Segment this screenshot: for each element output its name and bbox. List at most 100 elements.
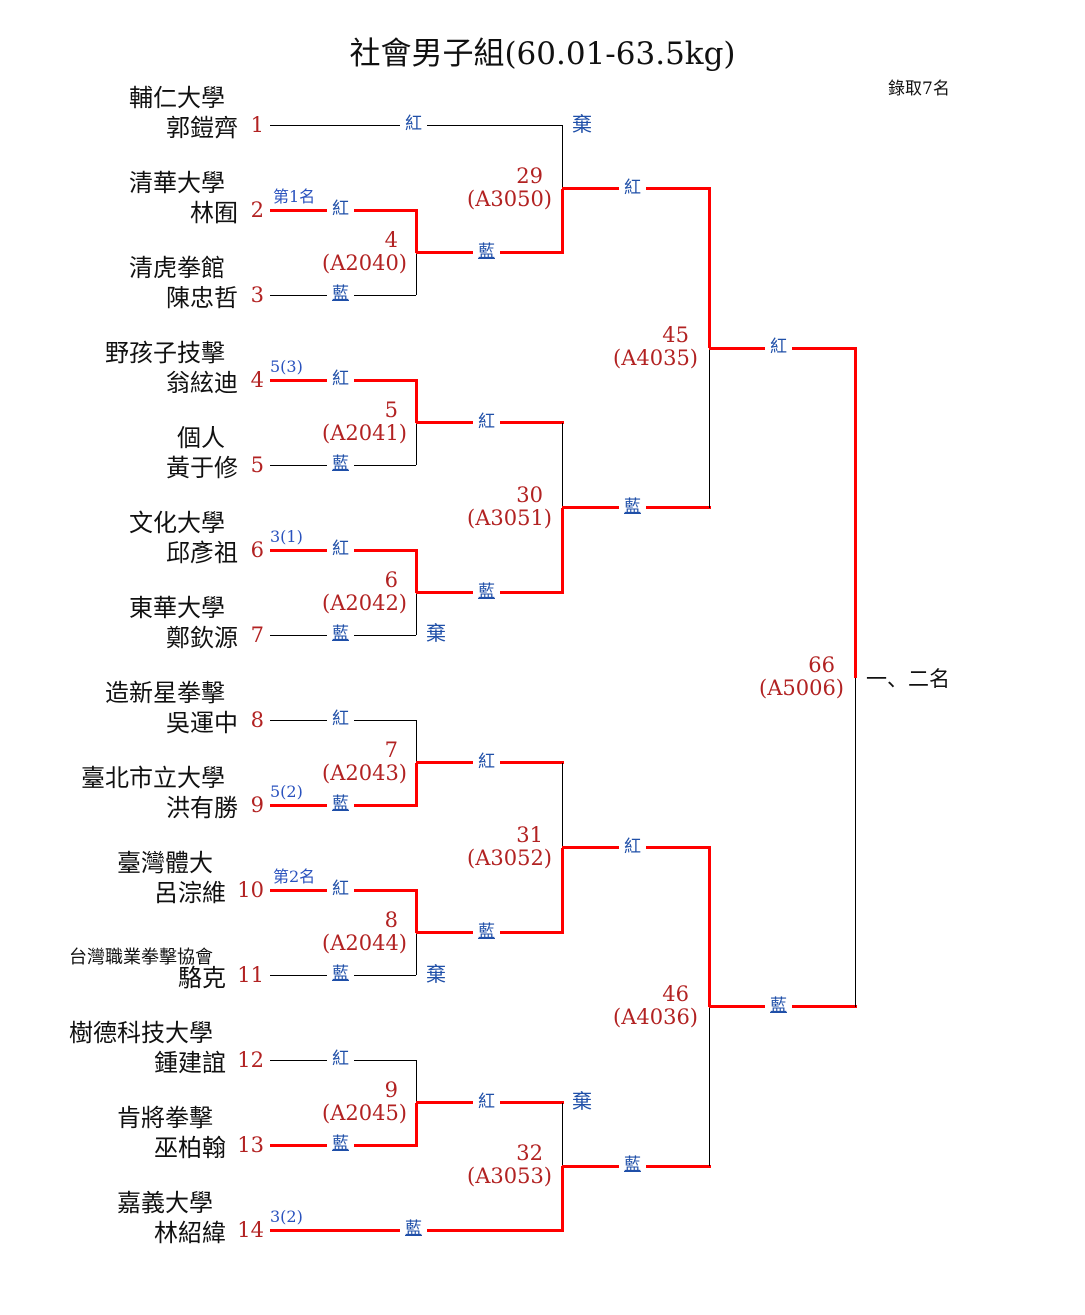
corner-label: 紅 <box>327 199 354 219</box>
corner-label: 紅 <box>473 751 500 772</box>
corner-label: 藍 <box>619 1155 646 1176</box>
team-name: 野孩子技擊 <box>105 339 225 367</box>
player-name: 駱克 <box>178 964 226 992</box>
match-code: (A2045) <box>322 1100 407 1125</box>
player-name: 邱彥祖 <box>166 539 238 567</box>
corner-label: 藍 <box>400 1219 427 1239</box>
match-number: 32 <box>516 1141 543 1166</box>
match-number: 8 <box>384 907 398 932</box>
team-name: 樹德科技大學 <box>69 1019 213 1047</box>
player-name: 洪有勝 <box>166 794 238 822</box>
entry-number: 1 <box>250 113 264 137</box>
seed-label: 第1名 <box>273 187 316 206</box>
corner-label: 藍 <box>327 1134 354 1154</box>
corner-label: 藍 <box>765 995 792 1016</box>
player-name: 鄭欽源 <box>166 624 238 652</box>
seed-label: 5(2) <box>270 782 303 801</box>
match-number: 66 <box>808 652 835 677</box>
match-number: 9 <box>384 1077 398 1102</box>
match-number: 45 <box>662 323 689 348</box>
corner-label: 藍 <box>327 964 354 984</box>
corner-label: 紅 <box>327 369 354 389</box>
team-name: 臺灣體大 <box>117 849 213 877</box>
corner-label: 藍 <box>327 284 354 304</box>
bracket-line-plain <box>854 677 856 1007</box>
corner-label: 紅 <box>327 709 354 729</box>
withdrawn-label: 棄 <box>572 112 592 136</box>
entry-number: 6 <box>250 538 264 562</box>
bracket-line-plain <box>415 720 417 763</box>
bracket-line-plain <box>561 762 563 848</box>
entry-number: 14 <box>237 1218 264 1242</box>
team-name: 個人 <box>177 424 225 452</box>
match-code: (A2041) <box>322 420 407 445</box>
seed-label: 5(3) <box>270 357 303 376</box>
team-name: 肯將拳擊 <box>117 1104 213 1132</box>
withdrawn-label: 棄 <box>426 962 446 986</box>
entry-number: 4 <box>250 368 264 392</box>
entry-number: 9 <box>250 793 264 817</box>
match-code: (A3052) <box>467 845 552 870</box>
match-code: (A2043) <box>322 760 407 785</box>
team-name: 台灣職業拳擊協會 <box>69 947 213 968</box>
bracket-line-winner <box>707 847 711 1007</box>
player-name: 陳忠哲 <box>166 284 238 312</box>
quota-label: 錄取7名 <box>888 79 950 99</box>
corner-label: 藍 <box>473 581 500 602</box>
corner-label: 藍 <box>327 794 354 814</box>
team-name: 清虎拳館 <box>129 254 225 282</box>
team-name: 嘉義大學 <box>117 1189 213 1217</box>
bracket-line-plain <box>708 348 710 508</box>
player-name: 林囿 <box>190 199 238 227</box>
bracket-line-winner <box>414 550 418 593</box>
withdrawn-label: 棄 <box>572 1089 592 1113</box>
match-number: 4 <box>384 227 398 252</box>
team-name: 臺北市立大學 <box>81 764 225 792</box>
match-code: (A3051) <box>467 505 552 530</box>
corner-label: 藍 <box>619 496 646 517</box>
match-number: 6 <box>384 567 398 592</box>
entry-number: 13 <box>237 1133 264 1157</box>
bracket-line-plain <box>415 592 417 635</box>
bracket-line-winner <box>853 348 857 678</box>
player-name: 吳運中 <box>166 709 238 737</box>
team-name: 文化大學 <box>129 509 225 537</box>
bracket-line-plain <box>415 422 417 465</box>
corner-label: 紅 <box>619 177 646 198</box>
player-name: 林紹緯 <box>154 1219 226 1247</box>
corner-label: 藍 <box>473 241 500 262</box>
corner-label: 紅 <box>473 1091 500 1112</box>
player-name: 鍾建誼 <box>154 1049 226 1077</box>
bracket-line-plain <box>415 252 417 295</box>
match-code: (A4035) <box>613 346 698 371</box>
corner-label: 紅 <box>765 337 792 358</box>
corner-label: 紅 <box>327 879 354 899</box>
player-name: 翁絃迪 <box>166 369 238 397</box>
match-code: (A5006) <box>759 675 844 700</box>
page-title: 社會男子組(60.01-63.5kg) <box>349 36 736 72</box>
corner-label: 紅 <box>327 1049 354 1069</box>
player-name: 黃于修 <box>166 454 238 482</box>
match-number: 31 <box>516 822 543 847</box>
final-placement-label: 一、二名 <box>866 667 950 691</box>
bracket-line-plain <box>561 422 563 508</box>
corner-label: 紅 <box>619 836 646 857</box>
entry-number: 11 <box>237 963 264 987</box>
corner-label: 藍 <box>473 921 500 942</box>
bracket-line-winner <box>560 507 564 593</box>
team-name: 東華大學 <box>129 594 225 622</box>
corner-label: 紅 <box>400 114 427 134</box>
bracket-line-plain <box>415 1060 417 1103</box>
team-name: 輔仁大學 <box>129 84 225 112</box>
match-code: (A2040) <box>322 250 407 275</box>
corner-label: 藍 <box>327 624 354 644</box>
seed-label: 3(1) <box>270 527 303 546</box>
entry-number: 12 <box>237 1048 264 1072</box>
entry-number: 7 <box>250 623 264 647</box>
player-name: 郭鎧齊 <box>166 114 238 142</box>
match-number: 5 <box>384 397 398 422</box>
corner-label: 紅 <box>327 539 354 559</box>
bracket-line-winner <box>414 210 418 253</box>
player-name: 巫柏翰 <box>154 1134 226 1162</box>
